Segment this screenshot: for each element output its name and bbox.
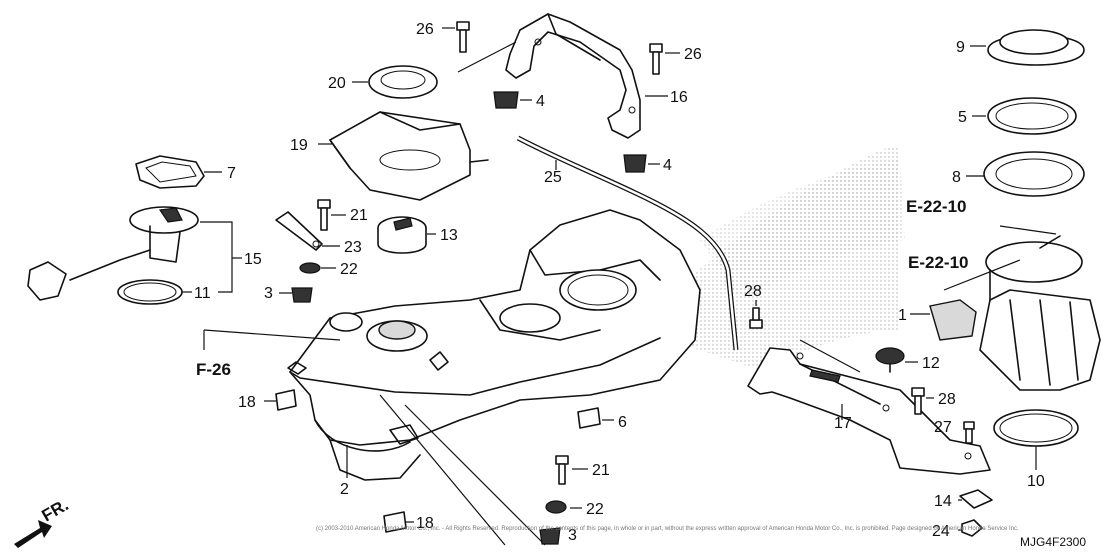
strap-23[interactable] <box>275 211 323 251</box>
callout-17[interactable]: 17 <box>834 415 852 432</box>
grommet-18-left[interactable] <box>275 389 297 411</box>
callout-28a[interactable]: 28 <box>744 283 762 300</box>
callout-6[interactable]: 6 <box>618 414 627 431</box>
front-label: FR. <box>39 495 72 525</box>
copyright-notice: (c) 2003-2010 American Honda Motor Co., … <box>316 526 1019 532</box>
bolt-28-right[interactable] <box>911 387 925 415</box>
callout-7[interactable]: 7 <box>227 165 236 182</box>
callout-4a[interactable]: 4 <box>536 93 545 110</box>
bolt-28-mid[interactable] <box>749 307 763 329</box>
callout-15[interactable]: 15 <box>244 251 262 268</box>
callout-12[interactable]: 12 <box>922 355 940 372</box>
grommet-6[interactable] <box>577 407 601 429</box>
front-arrow-icon <box>14 520 52 548</box>
bracket-16[interactable] <box>505 13 641 139</box>
bolt-26-right[interactable] <box>649 43 663 75</box>
callout-1[interactable]: 1 <box>898 307 907 324</box>
cushion-4-lower[interactable] <box>623 154 647 173</box>
callout-4b[interactable]: 4 <box>663 157 672 174</box>
callout-16[interactable]: 16 <box>670 89 688 106</box>
bolt-21-top[interactable] <box>317 199 331 231</box>
tray-19[interactable] <box>329 111 489 201</box>
watermark-stipple-2 <box>700 160 905 300</box>
callout-24[interactable]: 24 <box>932 523 950 540</box>
clip-14[interactable] <box>959 489 993 509</box>
bolt-27[interactable] <box>963 421 975 444</box>
fuel-pump-1[interactable] <box>929 235 1101 391</box>
callout-5[interactable]: 5 <box>958 109 967 126</box>
bracket-17[interactable] <box>747 347 991 475</box>
cover-9[interactable] <box>987 29 1085 66</box>
fuel-sender-15[interactable] <box>27 206 199 301</box>
callout-21b[interactable]: 21 <box>592 462 610 479</box>
callout-27[interactable]: 27 <box>934 419 952 436</box>
diagram-code: MJG4F2300 <box>1020 535 1086 549</box>
grommet-22-bottom[interactable] <box>545 500 567 514</box>
callout-13[interactable]: 13 <box>440 227 458 244</box>
callout-8[interactable]: 8 <box>952 169 961 186</box>
callout-22b[interactable]: 22 <box>586 501 604 518</box>
reference-f26[interactable]: F-26 <box>196 360 231 379</box>
callout-11[interactable]: 11 <box>194 285 211 302</box>
gasket-11[interactable] <box>117 279 183 305</box>
callout-28b[interactable]: 28 <box>938 391 956 408</box>
callout-10[interactable]: 10 <box>1027 473 1045 490</box>
reference-e22-top[interactable]: E-22-10 <box>906 197 966 216</box>
callout-18a[interactable]: 18 <box>238 394 256 411</box>
cushion-4-top[interactable] <box>493 91 519 109</box>
bolt-21-bottom[interactable] <box>555 455 569 485</box>
callout-21a[interactable]: 21 <box>350 207 368 224</box>
callout-22a[interactable]: 22 <box>340 261 358 278</box>
callout-19[interactable]: 19 <box>290 137 308 154</box>
cushion-3-bottom[interactable] <box>539 527 561 545</box>
callout-26b[interactable]: 26 <box>684 46 702 63</box>
cushion-3-left[interactable] <box>291 287 313 303</box>
callout-3a[interactable]: 3 <box>264 285 273 302</box>
fuel-cap-13[interactable] <box>377 216 427 254</box>
reference-e22-mid[interactable]: E-22-10 <box>908 253 968 272</box>
grommet-22-top[interactable] <box>299 262 321 274</box>
callout-18b[interactable]: 18 <box>416 515 434 532</box>
callout-9[interactable]: 9 <box>956 39 965 56</box>
callout-25[interactable]: 25 <box>544 169 562 186</box>
ring-8[interactable] <box>983 151 1085 197</box>
fuel-tank[interactable] <box>287 209 701 481</box>
bolt-26-left[interactable] <box>456 21 470 53</box>
callout-20[interactable]: 20 <box>328 75 346 92</box>
callout-3b[interactable]: 3 <box>568 527 577 544</box>
callout-26a[interactable]: 26 <box>416 21 434 38</box>
callout-14[interactable]: 14 <box>934 493 952 510</box>
callout-23[interactable]: 23 <box>344 239 362 256</box>
tube-25[interactable] <box>516 135 739 351</box>
ring-20[interactable] <box>368 65 438 99</box>
callout-2[interactable]: 2 <box>340 481 349 498</box>
nut-24[interactable] <box>961 519 983 537</box>
grommet-18-bottom[interactable] <box>383 511 407 533</box>
grommet-12[interactable] <box>875 347 905 373</box>
gasket-7[interactable] <box>135 155 205 189</box>
gasket-5[interactable] <box>987 97 1077 135</box>
gasket-10[interactable] <box>993 409 1079 447</box>
